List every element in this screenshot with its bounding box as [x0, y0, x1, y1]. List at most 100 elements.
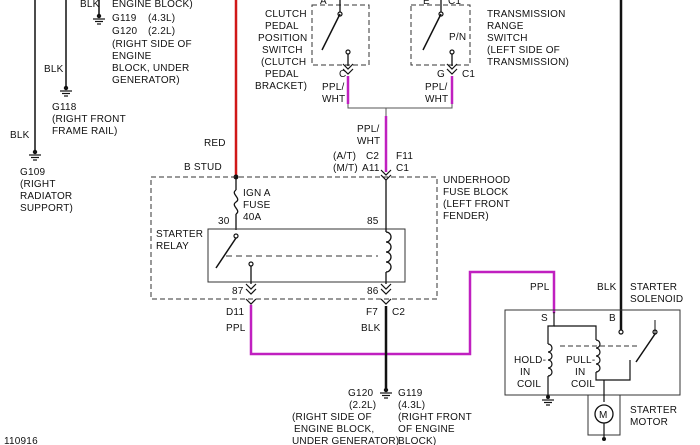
relay-coil: [385, 231, 392, 273]
trans-pin-e: E: [423, 0, 430, 7]
clutch-desc-2: PEDAL: [265, 21, 299, 32]
pin-87: 87: [232, 286, 244, 297]
ppl-label-relay: PPL: [226, 323, 246, 334]
trans-pin-c1b: C1: [462, 69, 475, 80]
b-stud-label: B STUD: [184, 162, 222, 173]
pull-label-2: IN: [575, 367, 585, 378]
solenoid-title-2: SOLENOID: [630, 294, 683, 305]
bottom-g119-note: (4.3L): [398, 400, 425, 411]
red-feed-group: RED B STUD: [184, 0, 239, 180]
clutch-desc-1: CLUTCH: [265, 9, 307, 20]
blk-label-top: BLK: [80, 0, 100, 10]
pin-85: 85: [367, 216, 379, 227]
fuse-label-3: 40A: [243, 212, 262, 223]
relay-label-1: STARTER: [156, 229, 203, 240]
trans-switch-box: [410, 4, 471, 66]
g109-wire-label: BLK: [10, 130, 30, 141]
fuse-block-title-4: FENDER): [443, 211, 489, 222]
a11-label: A11: [362, 163, 380, 174]
g119-label: G119: [112, 13, 137, 24]
pin-86: 86: [367, 286, 379, 297]
clutch-desc-7: BRACKET): [255, 81, 307, 92]
fuse-label-1: IGN A: [243, 188, 271, 199]
red-label: RED: [204, 138, 226, 149]
starter-relay-box: [207, 228, 406, 283]
pin-30: 30: [218, 216, 230, 227]
transmission-range-switch: E C1 P/N G C1 PPL/ WHT TRANSMISSION RANG…: [410, 0, 569, 105]
underhood-fuse-block: UNDERHOOD FUSE BLOCK (LEFT FRONT FENDER)…: [150, 151, 510, 334]
relay-label-2: RELAY: [156, 241, 189, 252]
g119-note: (4.3L): [148, 13, 175, 24]
ground-symbol-g119: [93, 13, 105, 25]
d11-label: D11: [226, 307, 244, 318]
fuse-block-title-3: (LEFT FRONT: [443, 199, 510, 210]
clutch-pin-a: A: [320, 0, 327, 7]
clutch-switch: A C PPL/ WHT CLUTCH PEDAL POSITION SWITC…: [255, 0, 370, 105]
hold-label-3: COIL: [517, 379, 541, 390]
bottom-g120-desc-3: UNDER GENERATOR): [292, 436, 399, 445]
g120-desc-4: GENERATOR): [112, 75, 180, 86]
ground-symbol-g109: [29, 149, 41, 161]
solenoid-contact: [635, 333, 656, 363]
trans-pin-c1: C1: [448, 0, 461, 7]
bottom-g120-desc-1: (RIGHT SIDE OF: [292, 412, 372, 423]
g120-desc-1: (RIGHT SIDE OF: [112, 39, 192, 50]
g120-label: G120: [112, 26, 138, 37]
trans-wire-1: PPL/: [425, 82, 448, 93]
bottom-g120-note: (2.2L): [349, 400, 376, 411]
ign-a-fuse: [233, 189, 239, 215]
bottom-g119-desc-1: (RIGHT FRONT: [398, 412, 472, 423]
relay-contact-blade: [215, 237, 237, 269]
trans-desc-1: TRANSMISSION: [487, 9, 566, 20]
hold-label-1: HOLD-: [514, 355, 546, 366]
fuse-block-title-2: FUSE BLOCK: [443, 187, 508, 198]
c1-label: C1: [396, 163, 409, 174]
clutch-desc-5: (CLUTCH: [261, 57, 306, 68]
motor-label-2: MOTOR: [630, 417, 668, 428]
trans-desc-2: RANGE: [487, 21, 524, 32]
g109-desc-1: (RIGHT: [20, 179, 56, 190]
clutch-pin-c: C: [339, 69, 346, 80]
bottom-g119-desc-3: BLOCK): [398, 436, 436, 445]
g109-desc-2: RADIATOR: [20, 191, 72, 202]
mt-label: (M/T): [333, 163, 358, 174]
trans-pn-label: P/N: [449, 32, 466, 43]
solenoid-blk-label: BLK: [597, 282, 617, 293]
fuse-block-box: [150, 176, 438, 300]
g120-desc-3: BLOCK, UNDER: [112, 63, 189, 74]
g118-label: G118: [52, 102, 77, 113]
g118-desc-2: FRAME RAIL): [52, 126, 118, 137]
trans-desc-4: (LEFT SIDE OF: [487, 45, 560, 56]
trans-desc-3: SWITCH: [487, 33, 528, 44]
clutch-wire-2: WHT: [322, 94, 345, 105]
top-ground-group: BLK ENGINE BLOCK) G119 (4.3L) G120 (2.2L…: [10, 0, 193, 214]
g120-desc-2: ENGINE: [112, 51, 152, 62]
engine-block-tail: ENGINE BLOCK): [112, 0, 193, 10]
terminal-s: S: [541, 313, 548, 324]
clutch-wire-1: PPL/: [322, 82, 345, 93]
junction-wire-2: WHT: [357, 136, 380, 147]
trans-switch-blade: [422, 13, 442, 51]
bottom-g119-desc-2: OF ENGINE: [398, 424, 455, 435]
trans-wire-2: WHT: [425, 94, 448, 105]
hold-in-coil: [547, 343, 553, 377]
clutch-desc-4: SWITCH: [262, 45, 303, 56]
f7-label: F7: [366, 307, 378, 318]
terminal-b: B: [609, 313, 616, 324]
fuse-label-2: FUSE: [243, 200, 271, 211]
g118-wire-label: BLK: [44, 64, 64, 75]
motor-label-1: STARTER: [630, 405, 677, 416]
clutch-desc-6: PEDAL: [265, 69, 299, 80]
motor-m: M: [599, 410, 608, 421]
at-label: (A/T): [333, 151, 356, 162]
junction-wire-1: PPL/: [357, 124, 380, 135]
ppl-start-wire: [249, 270, 556, 356]
f11-label: F11: [396, 151, 413, 162]
trans-pin-g: G: [437, 69, 445, 80]
hold-label-2: IN: [520, 367, 530, 378]
g118-desc-1: (RIGHT FRONT: [52, 114, 126, 125]
trans-desc-5: TRANSMISSION): [487, 57, 569, 68]
g120-note: (2.2L): [148, 26, 175, 37]
solenoid-ppl-label: PPL: [530, 282, 550, 293]
